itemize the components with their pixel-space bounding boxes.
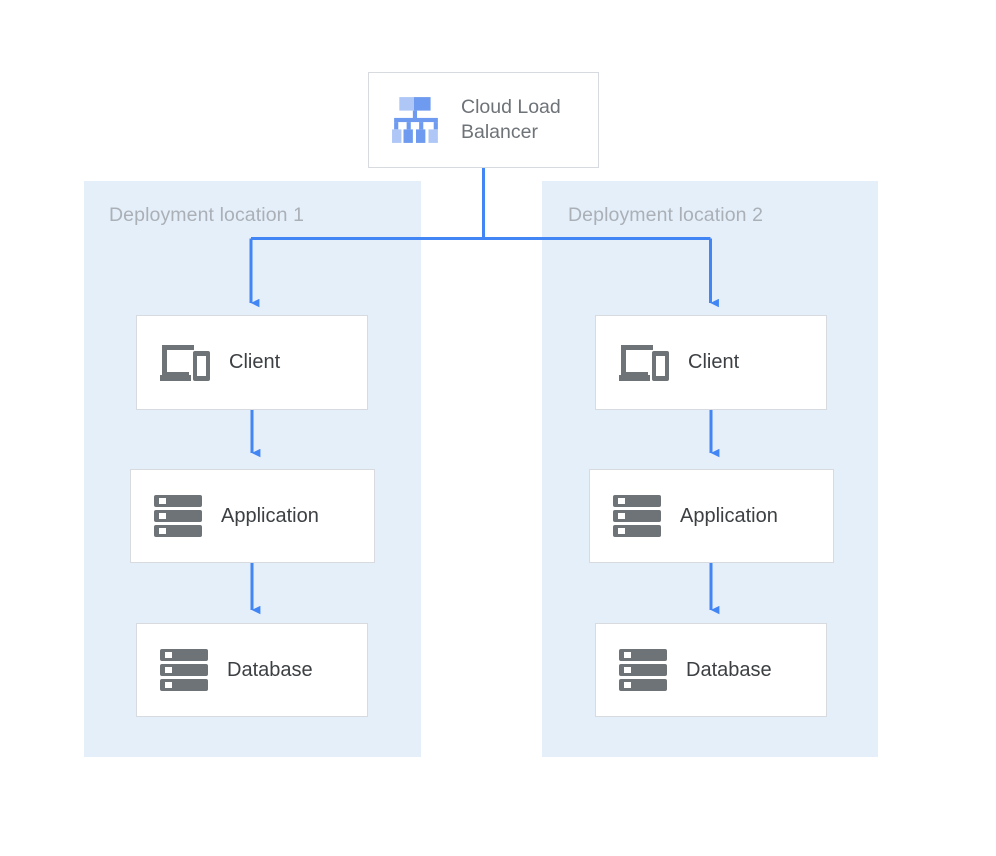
deployment-zone-2-label: Deployment location 2 xyxy=(568,204,764,226)
cloud-load-balancer-icon xyxy=(392,97,438,143)
node-database-2-label: Database xyxy=(686,658,772,681)
node-database-1[interactable]: Database xyxy=(136,623,368,717)
node-database-2[interactable]: Database xyxy=(595,623,827,717)
server-stack-icon xyxy=(154,495,202,537)
node-application-1-label: Application xyxy=(221,504,319,527)
server-stack-icon xyxy=(160,649,208,691)
node-client-2[interactable]: Client xyxy=(595,315,827,410)
node-load-balancer-label: Cloud Load Balancer xyxy=(461,96,561,143)
node-application-1[interactable]: Application xyxy=(130,469,375,563)
server-stack-icon xyxy=(613,495,661,537)
deployment-zone-1-label: Deployment location 1 xyxy=(109,204,305,226)
server-stack-icon xyxy=(619,649,667,691)
client-devices-icon xyxy=(619,344,669,381)
client-devices-icon xyxy=(160,344,210,381)
node-client-1-label: Client xyxy=(229,351,281,373)
node-load-balancer[interactable]: Cloud Load Balancer xyxy=(368,72,599,168)
node-client-2-label: Client xyxy=(688,351,740,373)
node-database-1-label: Database xyxy=(227,658,313,681)
node-application-2[interactable]: Application xyxy=(589,469,834,563)
node-client-1[interactable]: Client xyxy=(136,315,368,410)
node-application-2-label: Application xyxy=(680,504,778,527)
